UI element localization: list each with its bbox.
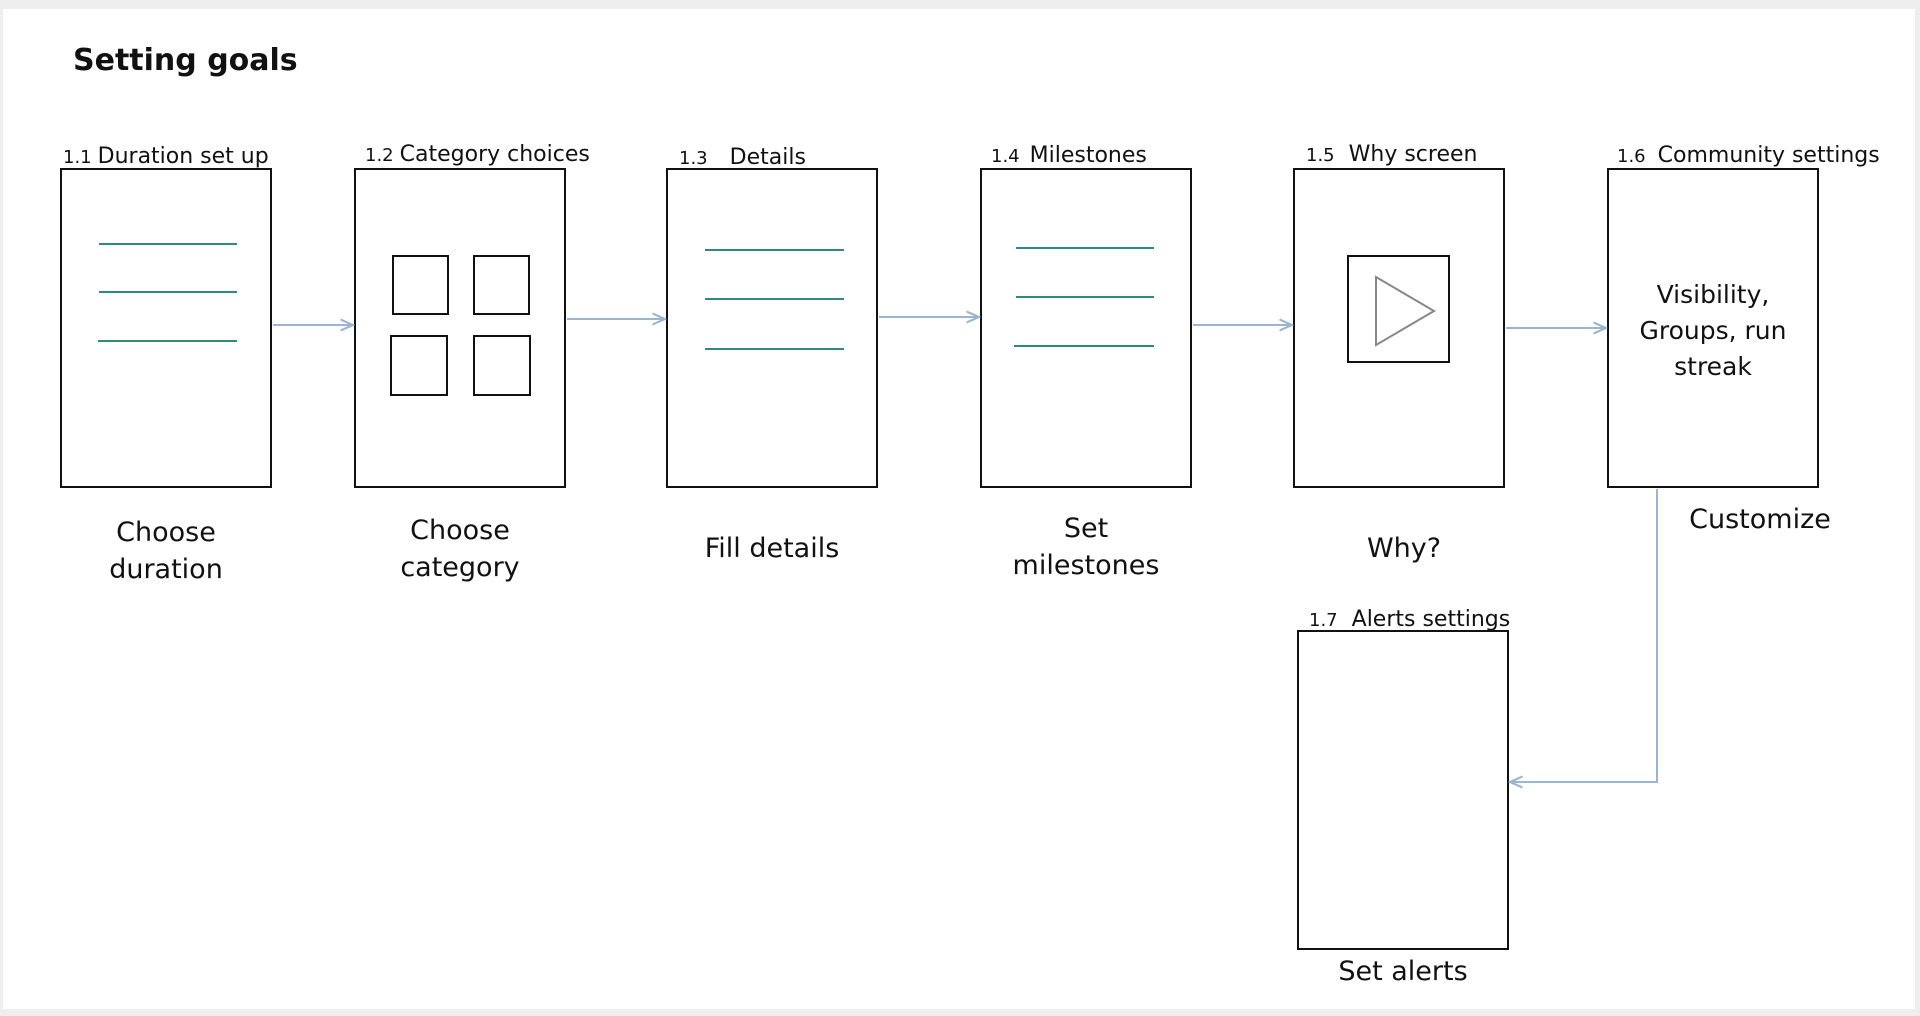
screen-number: 1.3 [679,148,708,169]
caption-1-5: Why? [1366,533,1442,564]
screen-frame-1-6 [1607,168,1819,488]
screen-title-label: Details [729,145,806,170]
screen-number: 1.1 [63,147,92,168]
screen-title-label: Duration set up [97,144,269,169]
category-tile [390,335,448,396]
screen-frame-1-2 [354,168,566,488]
screen-title-label: Category choices [399,142,590,167]
screen-number: 1.2 [365,145,394,166]
screen-title-1-4: 1.4 Milestones [991,143,1147,168]
screen-number: 1.7 [1309,610,1338,631]
screen-frame-1-1 [60,168,272,488]
caption-1-2: Choose category [400,515,520,583]
screen-title-label: Community settings [1657,143,1880,168]
screen-title-1-3: 1.3 Details [679,145,806,170]
community-settings-text: Visibility, Groups, run streak [1639,280,1787,381]
caption-1-6: Customize [1689,504,1831,535]
video-frame [1347,255,1450,363]
caption-1-4: Set milestones [1012,513,1160,581]
page-title: Setting goals [73,43,298,78]
play-icon [1375,275,1436,347]
screen-title-1-5: 1.5 Why screen [1306,142,1477,167]
screen-title-label: Why screen [1348,142,1478,167]
screen-title-1-7: 1.7 Alerts settings [1309,607,1510,632]
category-tile [473,335,531,396]
screen-frame-1-7 [1297,630,1509,950]
screen-number: 1.5 [1306,145,1335,166]
flow-diagram [60,168,1819,950]
caption-1-3: Fill details [704,533,840,564]
screen-frame-1-3 [666,168,878,488]
screen-number: 1.6 [1617,146,1646,167]
caption-1-1: Choose duration [109,517,223,585]
category-tile [473,255,530,315]
flow-arrow [1510,489,1658,782]
screen-number: 1.4 [991,146,1020,167]
screen-title-label: Alerts settings [1351,607,1511,632]
screen-frame-1-4 [980,168,1192,488]
screen-title-1-6: 1.6 Community settings [1617,143,1880,168]
category-tile [392,255,449,315]
caption-1-7: Set alerts [1338,956,1468,987]
screen-title-label: Milestones [1029,143,1147,168]
